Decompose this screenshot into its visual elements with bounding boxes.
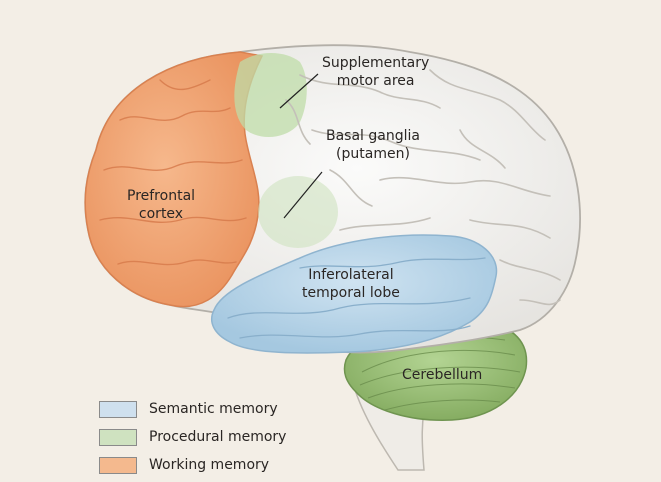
basal-ganglia-label: Basal ganglia (putamen) (326, 127, 420, 163)
sma-region (234, 53, 307, 137)
temporal-label: Inferolateral temporal lobe (302, 266, 400, 302)
temporal-region (210, 234, 498, 354)
sma-label-line2: motor area (336, 73, 415, 89)
legend-label-procedural: Procedural memory (149, 429, 287, 445)
pfc-label-line1: Prefrontal (127, 188, 196, 204)
legend-item-semantic: Semantic memory (99, 395, 286, 423)
pfc-label-line2: cortex (138, 206, 184, 222)
bg-label-line2: (putamen) (336, 146, 410, 162)
bg-leader-line (283, 171, 323, 219)
temporal-label-line2: temporal lobe (302, 285, 400, 301)
legend-item-working: Working memory (99, 451, 286, 479)
sma-label: Supplementary motor area (322, 54, 429, 90)
legend-label-semantic: Semantic memory (149, 401, 278, 417)
cortex-sulci (285, 69, 561, 306)
temporal-sulci (227, 257, 486, 339)
sma-label-line1: Supplementary (322, 55, 430, 71)
prefrontal-label: Prefrontal cortex (127, 187, 195, 223)
sma-leader-line (279, 73, 319, 109)
temporal-label-line1: Inferolateral (308, 267, 394, 283)
legend: Semantic memory Procedural memory Workin… (99, 395, 286, 479)
cerebellum-label: Cerebellum (402, 367, 483, 383)
legend-swatch-working (99, 456, 137, 474)
legend-swatch-semantic (99, 400, 137, 418)
bg-label-line1: Basal ganglia (326, 128, 420, 144)
legend-item-procedural: Procedural memory (99, 423, 286, 451)
legend-swatch-procedural (99, 428, 137, 446)
legend-label-working: Working memory (149, 457, 270, 473)
prefrontal-sulci (99, 79, 247, 266)
prefrontal-region (84, 51, 264, 308)
basal-ganglia-region (258, 176, 338, 248)
